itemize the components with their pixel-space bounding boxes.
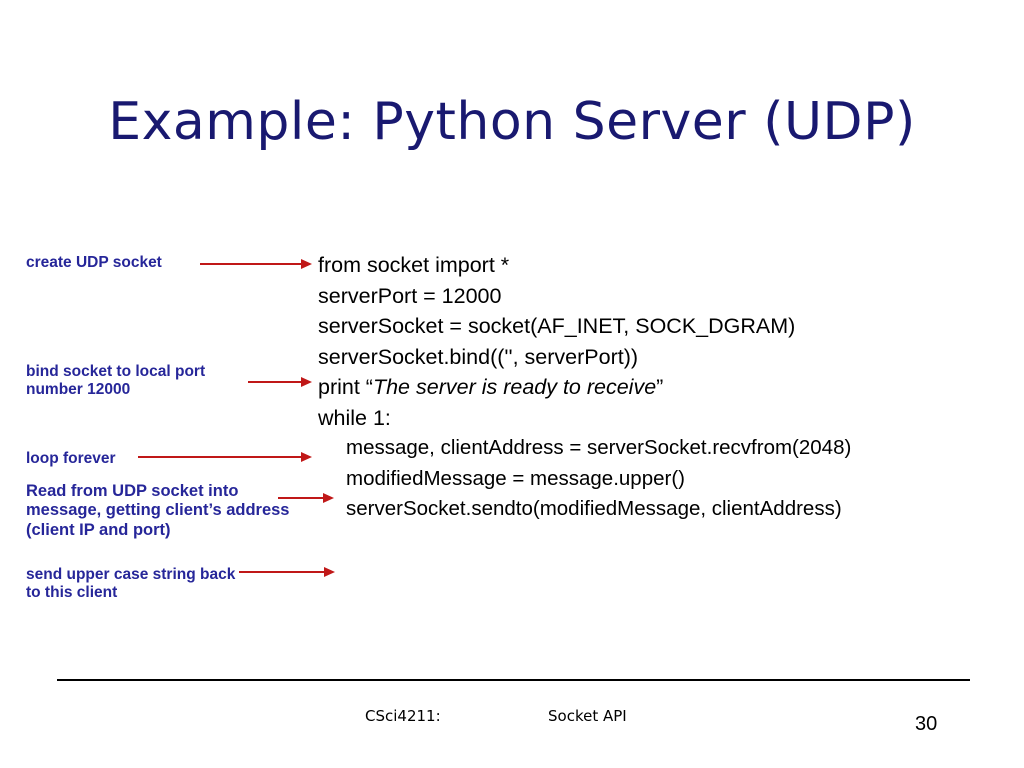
annotation-create-udp-socket: create UDP socket — [26, 254, 162, 271]
arrow-create-udp-socket — [200, 258, 312, 270]
code-line: serverSocket.sendto(modifiedMessage, cli… — [346, 497, 842, 520]
print-suffix: ” — [656, 375, 664, 399]
print-italic-message: The server is ready to receive — [372, 375, 657, 399]
arrow-head — [301, 376, 312, 387]
code-line: serverSocket.bind(('', serverPort)) — [318, 344, 639, 369]
annotation-read-from-socket: Read from UDP socket into message, getti… — [26, 482, 290, 539]
footer-course-label: CSci4211: — [365, 707, 441, 725]
arrow-shaft — [200, 263, 301, 265]
page-number: 30 — [915, 713, 938, 735]
arrow-bind-socket — [248, 376, 312, 388]
code-line: message, clientAddress = serverSocket.re… — [346, 436, 852, 459]
arrow-shaft — [239, 571, 324, 573]
annotation-loop-forever: loop forever — [26, 450, 116, 467]
arrow-send-upper-case — [239, 566, 335, 578]
code-listing: from socket import * serverPort = 12000 … — [318, 250, 1008, 525]
arrow-shaft — [248, 381, 301, 383]
code-line: modifiedMessage = message.upper() — [346, 466, 685, 490]
annotation-bind-socket: bind socket to local port number 12000 — [26, 363, 206, 399]
footer-topic-label: Socket API — [548, 707, 627, 725]
code-line: serverPort = 12000 — [318, 283, 502, 308]
arrow-head — [301, 451, 312, 462]
page-title: Example: Python Server (UDP) — [108, 92, 916, 152]
arrow-head — [301, 258, 312, 269]
footer-divider — [57, 679, 970, 681]
print-prefix: print “ — [318, 375, 373, 399]
arrow-head — [324, 566, 335, 577]
annotation-send-upper-case: send upper case string back to this clie… — [26, 566, 236, 602]
code-line: serverSocket = socket(AF_INET, SOCK_DGRA… — [318, 314, 796, 338]
code-line: while 1: — [318, 405, 391, 430]
code-line-print: print “The server is ready to receive” — [318, 372, 1008, 403]
code-line: from socket import * — [318, 253, 510, 277]
